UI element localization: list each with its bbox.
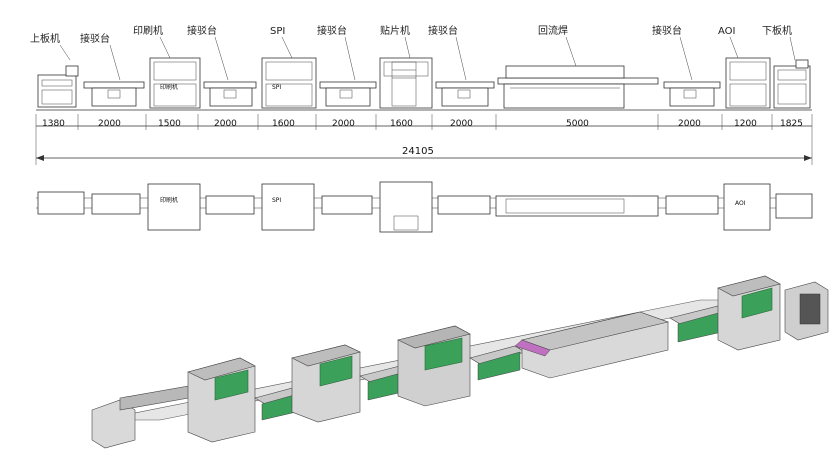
elev-spi: SPI bbox=[261, 57, 317, 109]
plan-conveyor-4 bbox=[437, 195, 491, 215]
elev-conveyor-5 bbox=[663, 81, 721, 107]
dim-10: 2000 bbox=[678, 119, 701, 129]
plan-conveyor-3 bbox=[321, 195, 373, 215]
elev-mounter bbox=[379, 57, 433, 109]
elev-conveyor-2 bbox=[203, 81, 257, 107]
dim-8: 2000 bbox=[450, 119, 473, 129]
elev-conveyor-4 bbox=[435, 81, 495, 107]
elev-printer: 印刷机 bbox=[149, 57, 201, 109]
iso-reflow bbox=[514, 311, 670, 379]
dim-3: 1500 bbox=[158, 119, 181, 129]
plan-mounter bbox=[379, 181, 433, 233]
elev-aoi bbox=[725, 57, 771, 109]
dim-4: 2000 bbox=[214, 119, 237, 129]
plan-view: 印刷机 SPI AOI bbox=[36, 181, 813, 233]
label-unloader: 下板机 bbox=[762, 24, 792, 37]
iso-loader bbox=[91, 383, 201, 449]
elev-unloader bbox=[773, 59, 811, 109]
elev-conveyor-1 bbox=[83, 81, 145, 107]
label-loader: 上板机 bbox=[30, 32, 60, 45]
label-reflow: 回流焊 bbox=[538, 24, 568, 37]
label-conveyor-5: 接驳台 bbox=[652, 24, 682, 37]
label-spi: SPI bbox=[270, 26, 285, 37]
plan-conveyor-2 bbox=[205, 195, 255, 215]
dim-7: 1600 bbox=[390, 119, 413, 129]
dim-9: 5000 bbox=[566, 119, 589, 129]
dim-1: 1380 bbox=[42, 119, 65, 129]
plan-reflow bbox=[495, 195, 659, 217]
total-length: 24105 bbox=[402, 146, 434, 157]
label-conveyor-3: 接驳台 bbox=[317, 24, 347, 37]
label-conveyor-4: 接驳台 bbox=[428, 24, 458, 37]
dim-2: 2000 bbox=[98, 119, 121, 129]
label-conveyor-1: 接驳台 bbox=[80, 32, 110, 45]
plan-aoi bbox=[723, 183, 771, 231]
plan-conveyor-5 bbox=[665, 195, 719, 215]
elev-conveyor-3 bbox=[319, 81, 377, 107]
dim-6: 2000 bbox=[332, 119, 355, 129]
elevation-view: 上板机 接驳台 印刷机 接驳台 SPI 接驳台 贴片机 接驳台 回流焊 接驳台 … bbox=[30, 24, 813, 165]
plan-printer bbox=[147, 183, 201, 231]
iso-mounter bbox=[397, 325, 471, 407]
plan-printer-text: 印刷机 bbox=[160, 196, 178, 204]
isometric-view bbox=[91, 275, 829, 449]
iso-printer bbox=[187, 357, 256, 443]
elev-printer-text: 印刷机 bbox=[160, 83, 178, 91]
dim-5: 1600 bbox=[272, 119, 295, 129]
label-mounter: 贴片机 bbox=[380, 24, 410, 37]
dim-12: 1825 bbox=[780, 119, 803, 129]
iso-spi bbox=[291, 344, 361, 423]
plan-spi bbox=[261, 183, 315, 231]
elev-reflow bbox=[497, 65, 659, 109]
label-aoi: AOI bbox=[718, 26, 736, 37]
label-conveyor-2: 接驳台 bbox=[187, 24, 217, 37]
iso-unloader bbox=[784, 281, 829, 341]
elev-spi-text: SPI bbox=[272, 84, 281, 91]
dimension-ticks bbox=[35, 114, 813, 165]
iso-aoi bbox=[717, 275, 781, 351]
plan-aoi-text: AOI bbox=[735, 200, 746, 207]
plan-unloader bbox=[775, 193, 813, 219]
elev-loader bbox=[37, 65, 79, 108]
dim-11: 1200 bbox=[734, 119, 757, 129]
label-printer: 印刷机 bbox=[133, 24, 163, 37]
plan-conveyor-1 bbox=[91, 193, 141, 215]
plan-spi-text: SPI bbox=[272, 197, 281, 204]
plan-loader bbox=[37, 191, 85, 215]
